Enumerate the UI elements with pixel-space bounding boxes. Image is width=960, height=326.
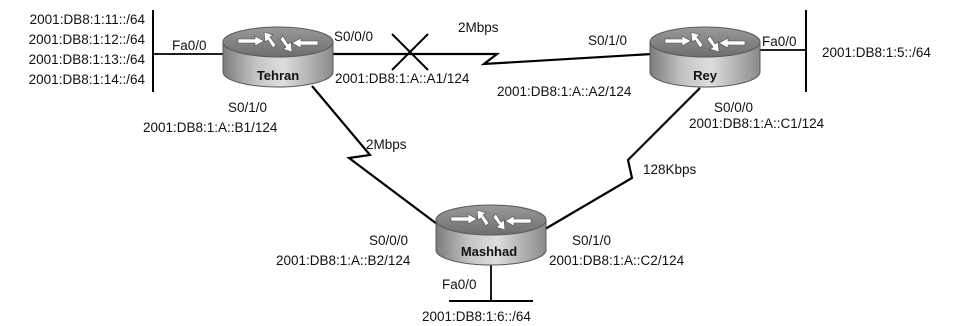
tehran-mashhad-tehran-interface: S0/1/0 <box>228 100 267 115</box>
rey-mashhad-mashhad-interface: S0/1/0 <box>572 233 611 248</box>
router-mashhad-name: Mashhad <box>461 244 517 259</box>
router-mashhad: Mashhad <box>435 204 547 266</box>
tehran-lan-prefix: 2001:DB8:1:14::/64 <box>29 72 146 87</box>
link-tehran-rey <box>333 52 653 66</box>
rey-mashhad-rey-ip: 2001:DB8:1:A::C1/124 <box>689 116 825 131</box>
tehran-lan-interface: Fa0/0 <box>172 38 207 53</box>
rey-mashhad-rey-interface: S0/0/0 <box>714 100 753 115</box>
tehran-lan-prefix: 2001:DB8:1:13::/64 <box>29 52 146 67</box>
router-rey-name: Rey <box>693 68 718 83</box>
link-rey-mashhad <box>539 87 701 233</box>
tehran-mashhad-bandwidth: 2Mbps <box>366 137 407 152</box>
mashhad-lan-prefix: 2001:DB8:1:6::/64 <box>422 309 531 324</box>
tehran-lan-prefix: 2001:DB8:1:12::/64 <box>29 32 146 47</box>
tehran-mashhad-tehran-ip: 2001:DB8:1:A::B1/124 <box>143 120 278 135</box>
tehran-rey-tehran-interface: S0/0/0 <box>334 29 373 44</box>
tehran-rey-rey-ip: 2001:DB8:1:A::A2/124 <box>497 84 632 99</box>
router-tehran-name: Tehran <box>257 68 299 83</box>
tehran-rey-bandwidth: 2Mbps <box>458 20 499 35</box>
rey-lan-prefix: 2001:DB8:1:5::/64 <box>822 45 931 60</box>
router-tehran: Tehran <box>222 26 334 88</box>
link-down-cross-icon <box>391 33 429 71</box>
tehran-mashhad-mashhad-interface: S0/0/0 <box>369 233 408 248</box>
rey-lan-interface: Fa0/0 <box>762 34 797 49</box>
link-tehran-mashhad <box>311 85 446 231</box>
rey-mashhad-mashhad-ip: 2001:DB8:1:A::C2/124 <box>549 253 685 268</box>
tehran-rey-rey-interface: S0/1/0 <box>588 33 627 48</box>
mashhad-lan-interface: Fa0/0 <box>442 277 477 292</box>
router-rey: Rey <box>649 26 761 88</box>
rey-lan <box>760 10 807 92</box>
tehran-lan <box>152 10 224 92</box>
tehran-mashhad-mashhad-ip: 2001:DB8:1:A::B2/124 <box>276 253 411 268</box>
rey-mashhad-bandwidth: 128Kbps <box>643 162 697 177</box>
tehran-lan-prefix: 2001:DB8:1:11::/64 <box>30 12 146 27</box>
mashhad-lan <box>449 262 533 302</box>
tehran-rey-tehran-ip: 2001:DB8:1:A::A1/124 <box>335 71 470 86</box>
